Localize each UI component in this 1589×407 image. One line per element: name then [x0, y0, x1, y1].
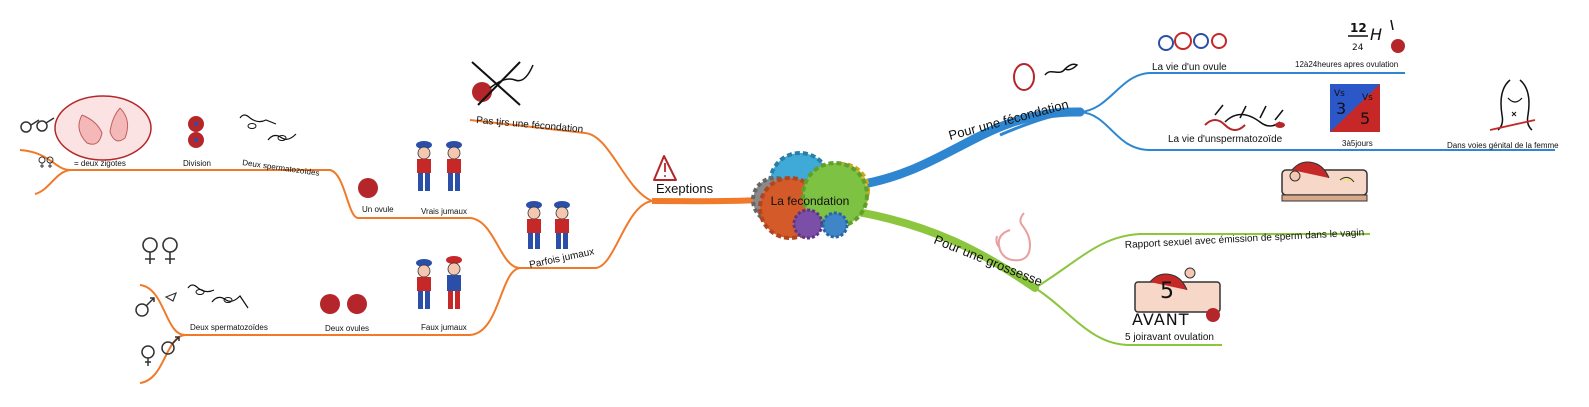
pas-tjrs-label[interactable]: Pas tjrs une fécondation [476, 115, 584, 135]
hours-12-text: 12 [1350, 21, 1367, 35]
deux-ovules-label[interactable]: Deux ovules [325, 324, 369, 333]
deux-zigotes-label[interactable]: = deux zigotes [74, 159, 126, 168]
deux-sperm-bottom-label[interactable]: Deux spermatozoïdes [190, 323, 268, 332]
rapport-label[interactable]: Rapport sexuel avec émission de sperm da… [1125, 227, 1365, 251]
bracket-bottom [139, 284, 186, 384]
bracket-top [19, 149, 71, 195]
branch-fecondation-label[interactable]: Pour une fécondation [947, 96, 1070, 142]
branch-fecondation [853, 107, 1085, 190]
two-ova-icon [320, 294, 367, 314]
branch-avant [1034, 287, 1222, 346]
male-female-icon-top [20, 117, 55, 168]
vs-5-text: 5 [1360, 109, 1370, 128]
sperms-drawing-icon [1204, 104, 1285, 131]
hours-24-text: 24 [1352, 43, 1364, 53]
faux-label[interactable]: Faux jumaux [421, 323, 467, 332]
branch-vrais [410, 217, 521, 269]
female-body-icon [1489, 79, 1536, 131]
central-topic-label[interactable]: La fecondation [771, 194, 850, 208]
sperm-where-label[interactable]: Dans voies génital de la femme [1447, 141, 1559, 150]
branch-exceptions-label[interactable]: Exeptions [656, 181, 714, 196]
babies-icon [1158, 32, 1227, 51]
vs-left-text: Vs [1334, 89, 1345, 99]
branch-sperm-life [1079, 111, 1555, 151]
central-gears-icon [751, 151, 870, 240]
ovule-life-label[interactable]: La vie d'un ovule [1152, 62, 1227, 73]
ovum-sperm-icon [1013, 63, 1079, 91]
days-drawing-icon: Vs 3 Vs 5 [1330, 84, 1380, 132]
branch-exceptions [651, 197, 761, 205]
vrais-label[interactable]: Vrais jumaux [421, 207, 467, 216]
vs-3-text: 3 [1336, 99, 1346, 118]
deux-sperm-top-label[interactable]: Deux spermatozoïdes [242, 158, 320, 178]
warning-icon [653, 155, 677, 181]
symbols-icon-bottom [135, 237, 180, 366]
branch-pas-tjrs [469, 119, 653, 202]
branch-grossesse [854, 208, 1039, 292]
hours-h-text: H [1370, 25, 1382, 44]
ovule-hours-label[interactable]: 12à24heures apres ovulation [1295, 60, 1398, 69]
un-ovule-label[interactable]: Un ovule [362, 205, 394, 214]
no-fertilization-icon [471, 61, 534, 106]
twins-icon-fraternal [416, 256, 462, 309]
sperm-life-label[interactable]: La vie d'unspermatozoïde [1168, 134, 1283, 145]
branch-rapport [1034, 233, 1370, 289]
avant-label[interactable]: 5 joiravant ovulation [1125, 332, 1214, 343]
sperm-days-label[interactable]: 3à5jours [1342, 139, 1373, 148]
two-sperms-icon-top [239, 114, 297, 141]
branch-un-ovule [70, 169, 410, 219]
twins-icon-identical [416, 141, 462, 191]
uterus-icon [995, 212, 1032, 262]
branch-faux [185, 267, 521, 336]
avant-5-text: 5 [1160, 279, 1174, 304]
branch-ovule-life [1079, 72, 1405, 113]
branch-fecondation-tip [999, 110, 1081, 137]
vs-right-text: Vs [1362, 93, 1373, 103]
cell-division-icon [188, 116, 204, 148]
two-fetuses-icon [54, 95, 152, 161]
branch-grossesse-label[interactable]: Pour une grossesse [932, 232, 1045, 289]
branch-parfois [520, 200, 653, 269]
avant-word-text: AVANT [1132, 310, 1190, 329]
avant-drawing-icon: 5 AVANT [1132, 267, 1221, 329]
hours-drawing-icon: 12 H 24 [1348, 19, 1405, 53]
two-sperms-icon-bottom [187, 284, 249, 309]
ovum-icon [358, 178, 378, 198]
twins-icon-middle [526, 201, 570, 249]
division-label[interactable]: Division [183, 159, 211, 168]
couple-bed-icon [1281, 161, 1368, 202]
